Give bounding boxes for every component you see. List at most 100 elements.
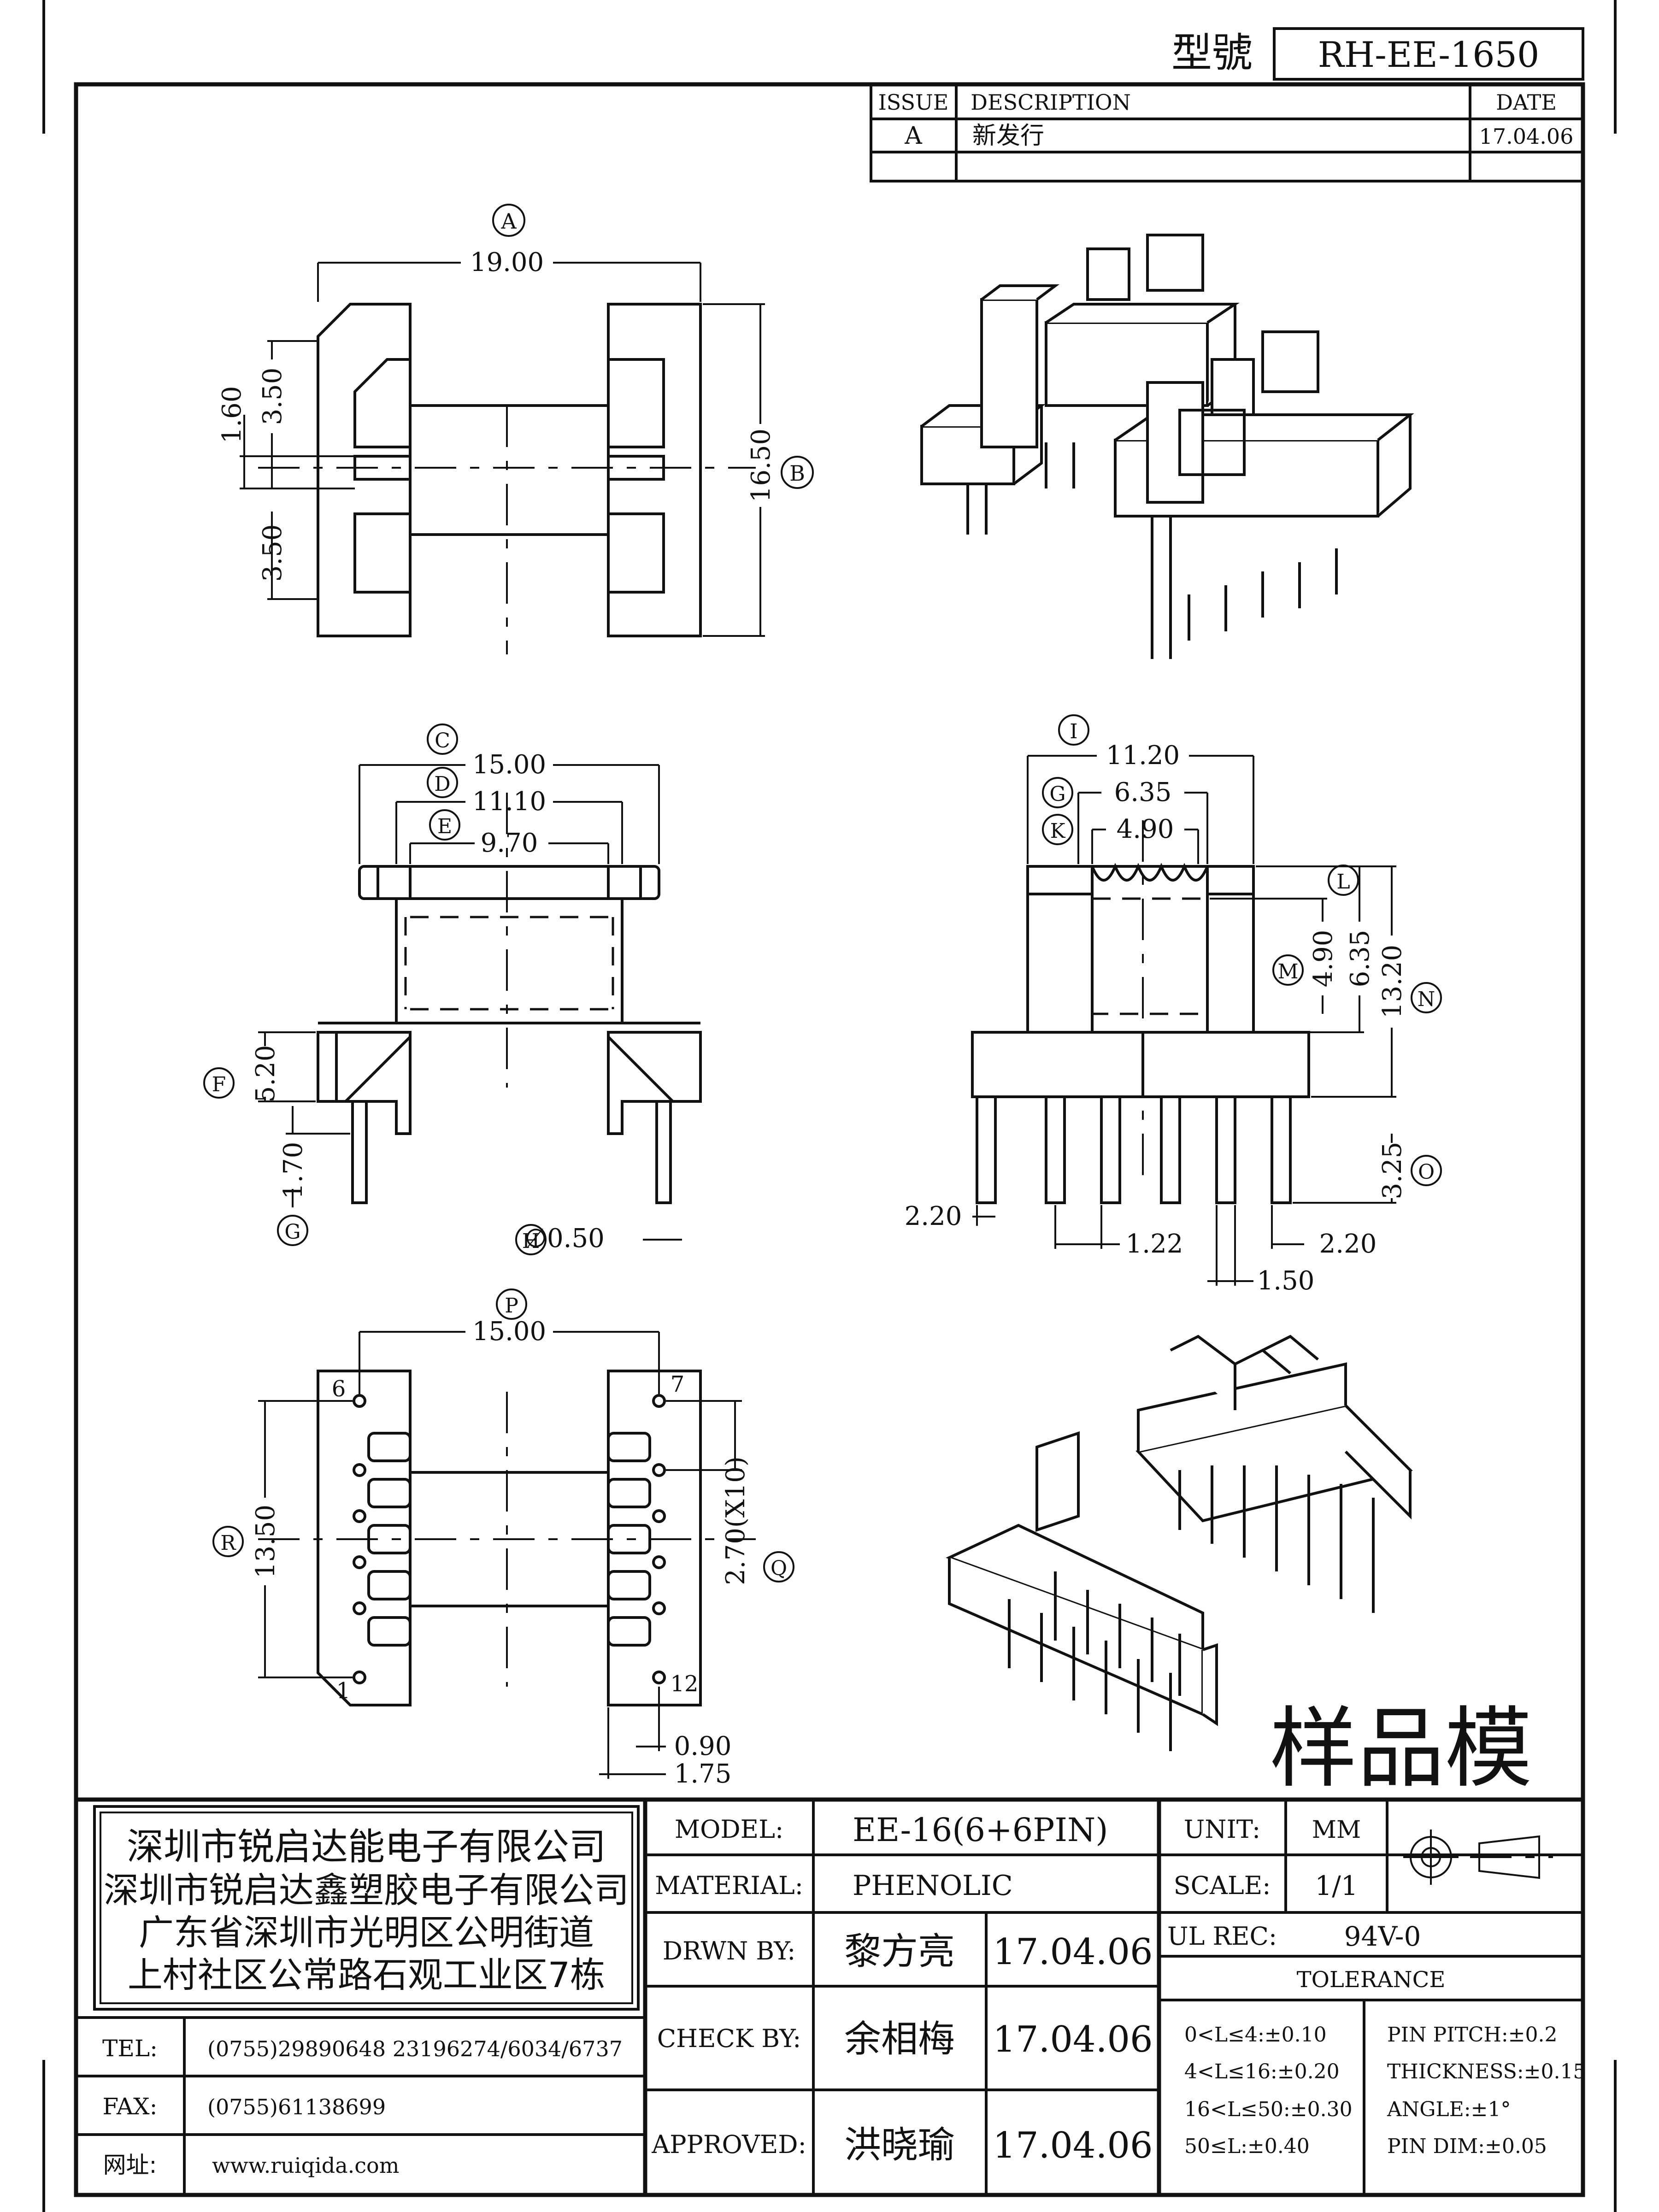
dim-v635: 6.35 bbox=[1345, 930, 1375, 988]
dim-r-label: R bbox=[220, 1531, 236, 1555]
dim-e-label: E bbox=[437, 815, 452, 838]
dim-c-value: 15.00 bbox=[472, 750, 546, 780]
dim-h160: 1.60 bbox=[217, 386, 247, 444]
company-line-3: 广东省深圳市光明区公明街道 bbox=[139, 1912, 594, 1953]
check-label: CHECK BY: bbox=[657, 2024, 801, 2053]
company-line-2: 深圳市锐启达鑫塑胶电子有限公司 bbox=[104, 1870, 629, 1911]
isometric-view-top bbox=[920, 234, 1414, 659]
rev-issue: A bbox=[904, 122, 923, 150]
unit-label: UNIT: bbox=[1184, 1815, 1260, 1844]
dim-g2-label: G bbox=[1049, 782, 1065, 806]
pin-label-1: 1 bbox=[336, 1678, 351, 1704]
revision-table: ISSUE DESCRIPTION DATE A 新发行 17.04.06 bbox=[870, 83, 1584, 182]
model-number-box: 型號 RH-EE-1650 bbox=[1171, 27, 1584, 81]
dim-n-label: N bbox=[1418, 988, 1435, 1011]
dim-b220r: 2.20 bbox=[1319, 1229, 1377, 1259]
tolerance-2: 4<L≤16:±0.20 bbox=[1184, 2060, 1340, 2083]
dim-f-value: 5.20 bbox=[251, 1045, 281, 1103]
title-block: 深圳市锐启达能电子有限公司 深圳市锐启达鑫塑胶电子有限公司 广东省深圳市光明区公… bbox=[74, 1797, 1586, 2197]
ul-label: UL REC: bbox=[1167, 1922, 1277, 1951]
top-view: 19.00 A 16.50 B 3.50 1.60 3.50 bbox=[217, 204, 814, 654]
dim-a-label: A bbox=[500, 209, 517, 234]
tolerance-1: 0<L≤4:±0.10 bbox=[1184, 2023, 1327, 2047]
tel-label: TEL: bbox=[102, 2035, 158, 2062]
dim-o-value: 3.25 bbox=[1377, 1142, 1407, 1200]
sample-stamp: 样品模 bbox=[1270, 1698, 1532, 1800]
side-view: 11.20 I 6.35 G 4.90 K L 4.90 M 6.35 bbox=[905, 714, 1442, 1296]
dim-b-value: 16.50 bbox=[746, 429, 776, 502]
dim-d-label: D bbox=[434, 772, 450, 796]
rev-header-date: DATE bbox=[1496, 90, 1557, 115]
dim-d-value: 11.10 bbox=[472, 787, 546, 817]
dim-k-label: K bbox=[1050, 819, 1066, 843]
spec-thickness: THICKNESS:±0.15 bbox=[1387, 2060, 1586, 2083]
bottom-view: 6 7 1 12 15.00 P 13.50 R 2.70(X10) Q 0.9… bbox=[212, 1288, 794, 1789]
ul-value: 94V-0 bbox=[1344, 1921, 1421, 1952]
approved-by: 洪晓瑜 bbox=[844, 2124, 955, 2166]
material-label: MATERIAL: bbox=[655, 1871, 803, 1900]
dim-f-label: F bbox=[212, 1073, 226, 1096]
fax-label: FAX: bbox=[103, 2093, 158, 2120]
dim-a-value: 19.00 bbox=[470, 247, 544, 277]
bottom-view-slots bbox=[367, 1432, 651, 1647]
dim-b090: 0.90 bbox=[674, 1731, 732, 1761]
drawn-by: 黎方亮 bbox=[844, 1930, 955, 1973]
fax-value: (0755)61138699 bbox=[207, 2094, 386, 2119]
dim-b150: 1.50 bbox=[1257, 1266, 1315, 1296]
dim-k-value: 4.90 bbox=[1117, 814, 1174, 844]
dim-o-label: O bbox=[1418, 1160, 1435, 1184]
dim-h350-top: 3.50 bbox=[258, 368, 288, 425]
model-number-label: 型號 bbox=[1171, 29, 1253, 76]
dim-i-label: I bbox=[1070, 720, 1077, 743]
tolerance-4: 50≤L:±0.40 bbox=[1184, 2135, 1310, 2158]
material-value: PHENOLIC bbox=[853, 1870, 1013, 1902]
dim-c-label: C bbox=[435, 729, 450, 753]
model-label: MODEL: bbox=[675, 1815, 783, 1844]
projection-symbol-icon bbox=[1403, 1830, 1553, 1885]
dim-g2-value: 6.35 bbox=[1114, 777, 1172, 807]
check-date: 17.04.06 bbox=[993, 2019, 1153, 2060]
rev-header-description: DESCRIPTION bbox=[971, 90, 1131, 115]
check-by: 余相梅 bbox=[844, 2018, 955, 2060]
rev-date: 17.04.06 bbox=[1479, 124, 1574, 149]
dim-g-value: 1.70 bbox=[278, 1142, 308, 1200]
dim-n-value: 13.20 bbox=[1377, 945, 1407, 1018]
drawn-label: DRWN BY: bbox=[663, 1936, 796, 1965]
dim-g-label: G bbox=[284, 1220, 300, 1244]
pin-label-7: 7 bbox=[671, 1371, 685, 1397]
dim-h-value: ∅0.50 bbox=[524, 1224, 604, 1253]
dim-m-label: M bbox=[1277, 960, 1298, 983]
approved-date: 17.04.06 bbox=[993, 2125, 1153, 2166]
dim-i-value: 11.20 bbox=[1106, 741, 1180, 771]
spec-pin-dim: PIN DIM:±0.05 bbox=[1387, 2135, 1547, 2158]
dim-b220l: 2.20 bbox=[905, 1201, 962, 1231]
dim-q-value: 2.70(X10) bbox=[721, 1456, 751, 1585]
dim-m-value: 4.90 bbox=[1308, 930, 1338, 988]
dim-h350-bottom: 3.50 bbox=[258, 524, 288, 582]
model-value: EE-16(6+6PIN) bbox=[853, 1811, 1108, 1849]
rev-description: 新发行 bbox=[972, 122, 1044, 150]
tolerance-3: 16<L≤50:±0.30 bbox=[1184, 2098, 1353, 2121]
isometric-view-bottom bbox=[946, 1335, 1413, 1751]
dim-b175: 1.75 bbox=[674, 1759, 732, 1789]
web-label: 网址: bbox=[103, 2152, 157, 2178]
scale-label: SCALE: bbox=[1174, 1871, 1271, 1900]
tel-value: (0755)29890648 23196274/6034/6737 bbox=[207, 2036, 623, 2061]
dim-b122: 1.22 bbox=[1126, 1229, 1183, 1259]
scale-value: 1/1 bbox=[1315, 1870, 1358, 1901]
dim-b-label: B bbox=[789, 461, 805, 486]
dim-e-value: 9.70 bbox=[481, 828, 538, 858]
approved-label: APPROVED: bbox=[651, 2130, 806, 2159]
company-line-1: 深圳市锐启达能电子有限公司 bbox=[127, 1825, 606, 1868]
bottom-view-pin-holes bbox=[353, 1394, 666, 1684]
dim-p-value: 15.00 bbox=[472, 1317, 546, 1347]
model-number: RH-EE-1650 bbox=[1318, 34, 1540, 75]
dim-q-label: Q bbox=[771, 1557, 787, 1580]
spec-pin-pitch: PIN PITCH:±0.2 bbox=[1387, 2023, 1558, 2047]
company-line-4: 上村社区公常路石观工业区7栋 bbox=[128, 1954, 605, 1995]
spec-angle: ANGLE:±1° bbox=[1387, 2098, 1511, 2121]
unit-value: MM bbox=[1312, 1816, 1361, 1844]
dim-p-label: P bbox=[505, 1294, 518, 1318]
tolerance-label: TOLERANCE bbox=[1297, 1967, 1446, 1993]
